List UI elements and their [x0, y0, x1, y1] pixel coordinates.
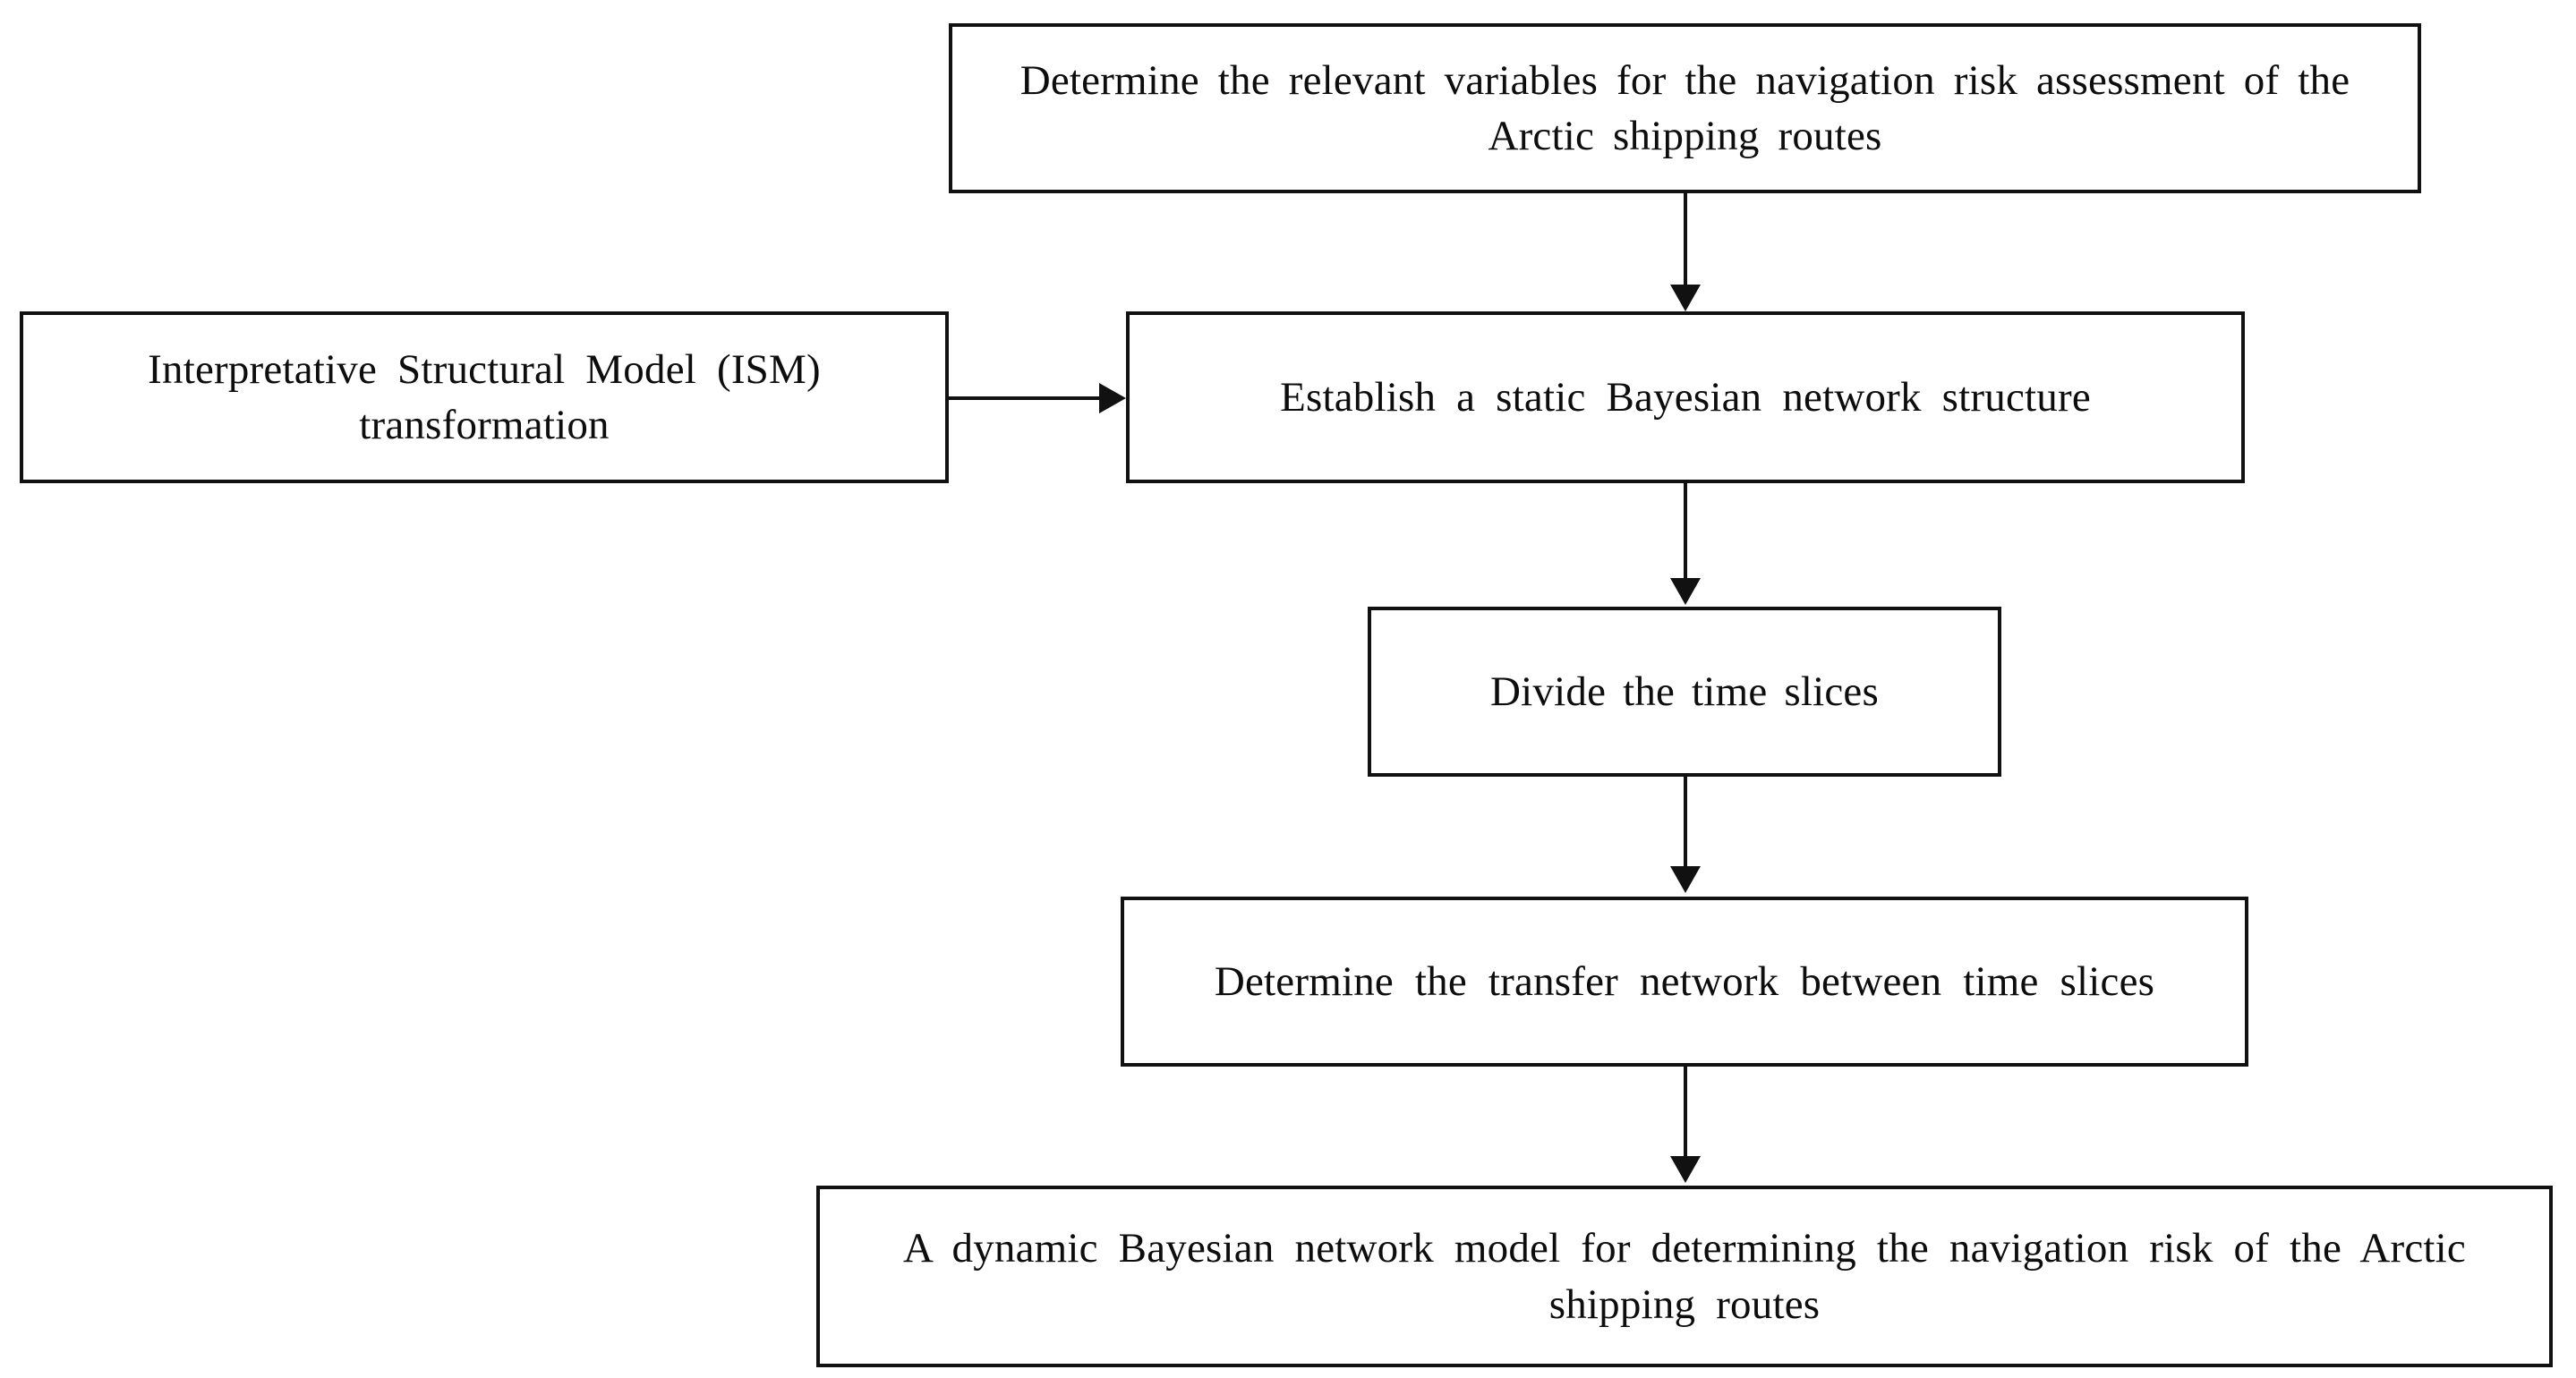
connector-line: [1684, 193, 1687, 288]
node-divide-time-slices: Divide the time slices: [1368, 607, 2001, 777]
node-label: Divide the time slices: [1490, 668, 1879, 715]
arrowhead-down-icon: [1670, 1156, 1701, 1183]
node-label: Determine the transfer network between t…: [1214, 957, 2155, 1005]
arrowhead-down-icon: [1670, 578, 1701, 605]
connector-line: [1684, 483, 1687, 582]
node-label: A dynamic Bayesian network model for det…: [903, 1225, 2466, 1328]
node-determine-relevant-variables: Determine the relevant variables for the…: [949, 23, 2421, 193]
arrowhead-down-icon: [1670, 285, 1701, 311]
node-label: Interpretative Structural Model (ISM) tr…: [148, 345, 821, 449]
connector-line: [949, 396, 1103, 400]
node-establish-static-bayesian-network: Establish a static Bayesian network stru…: [1126, 311, 2245, 483]
arrowhead-down-icon: [1670, 866, 1701, 893]
connector-line: [1684, 1067, 1687, 1160]
node-ism-transformation: Interpretative Structural Model (ISM) tr…: [20, 311, 949, 483]
connector-line: [1684, 777, 1687, 870]
node-label: Determine the relevant variables for the…: [1019, 56, 2350, 160]
node-dynamic-bayesian-network-model: A dynamic Bayesian network model for det…: [816, 1186, 2553, 1367]
arrowhead-right-icon: [1099, 383, 1126, 413]
node-label: Establish a static Bayesian network stru…: [1280, 373, 2091, 421]
node-determine-transfer-network: Determine the transfer network between t…: [1121, 897, 2248, 1067]
